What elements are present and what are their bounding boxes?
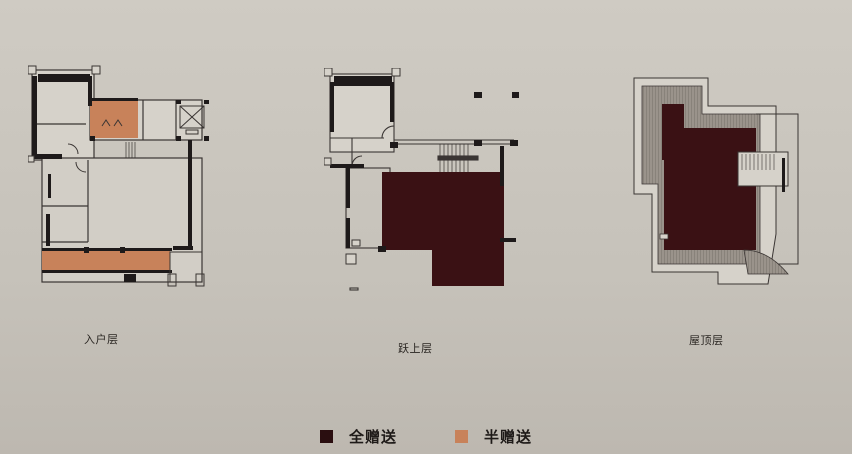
roof-floor-plan <box>628 74 803 292</box>
legend-item-half-gift: 半赠送 <box>455 426 532 447</box>
plan-label-entry: 入户层 <box>84 333 119 346</box>
entry-floor-drawing <box>28 65 209 287</box>
legend-item-full-gift: 全赠送 <box>320 426 397 447</box>
upper-floor-drawing <box>324 68 519 291</box>
legend-label-full-gift: 全赠送 <box>349 428 398 446</box>
roof-floor-drawing <box>633 77 799 285</box>
half-gift-swatch-icon <box>455 430 469 443</box>
legend: 全赠送 半赠送 <box>320 426 590 447</box>
upper-floor-plan <box>324 68 519 293</box>
entry-floor-plan <box>28 64 213 289</box>
legend-label-half-gift: 半赠送 <box>484 428 533 446</box>
plan-label-upper: 跃上层 <box>398 342 433 355</box>
plan-label-roof: 屋顶层 <box>689 334 724 347</box>
full-gift-swatch-icon <box>320 430 333 443</box>
